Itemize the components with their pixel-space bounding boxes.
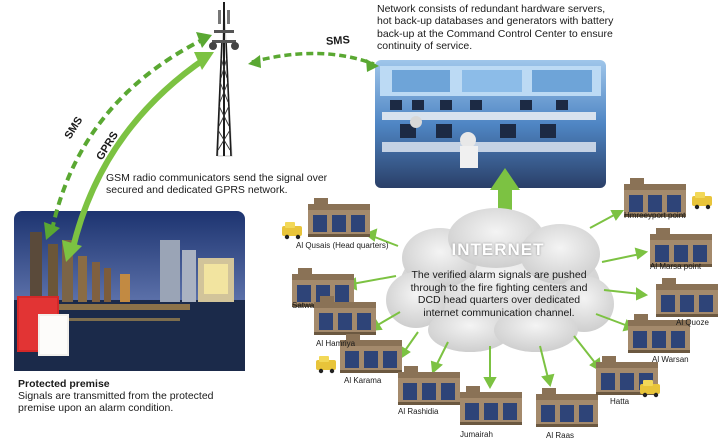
station-al-qusais-icon <box>282 198 370 240</box>
label-al-qusais: Al Qusais (Head quarters) <box>296 241 389 250</box>
label-al-warsan: Al Warsan <box>652 355 689 364</box>
protected-premise-description: Signals are transmitted from the protect… <box>18 390 214 415</box>
gsm-description: GSM radio communicators send the signal … <box>106 172 328 197</box>
gprs-arrow <box>69 55 208 253</box>
sms-dashed-arc <box>50 36 207 231</box>
label-al-marsa-point: Al Marsa point <box>650 262 702 271</box>
command-center-photo <box>375 60 606 188</box>
label-jumairah: Jumairah <box>460 430 493 439</box>
station-jumairah-icon <box>460 386 522 425</box>
internet-cloud <box>386 208 614 352</box>
communication-tower-icon <box>209 2 239 157</box>
label-hmreeyport-point: Hmreeyport point <box>624 211 686 220</box>
label-al-quoze: Al Quoze <box>676 318 709 327</box>
station-al-quoze-icon <box>656 278 718 317</box>
station-hatta-icon <box>596 356 660 398</box>
sms-label-right: SMS <box>325 34 351 48</box>
label-al-rashidia: Al Rashidia <box>398 407 439 416</box>
command-center-description: Network consists of redundant hardware s… <box>377 3 614 53</box>
internet-title: INTERNET <box>451 240 545 259</box>
label-al-karama: Al Karama <box>344 376 382 385</box>
internet-description: The verified alarm signals are pushed th… <box>410 269 588 319</box>
label-al-hamriya: Al Hamriya <box>316 339 356 348</box>
station-al-raas-icon <box>536 388 598 427</box>
sms-dashed-arrow <box>251 51 375 66</box>
protected-premise-title: Protected premise <box>18 378 110 390</box>
station-al-rashidia-icon <box>398 366 460 405</box>
label-satwa: Satwa <box>292 301 315 310</box>
label-al-raas: Al Raas <box>546 431 575 440</box>
label-hatta: Hatta <box>610 397 630 406</box>
